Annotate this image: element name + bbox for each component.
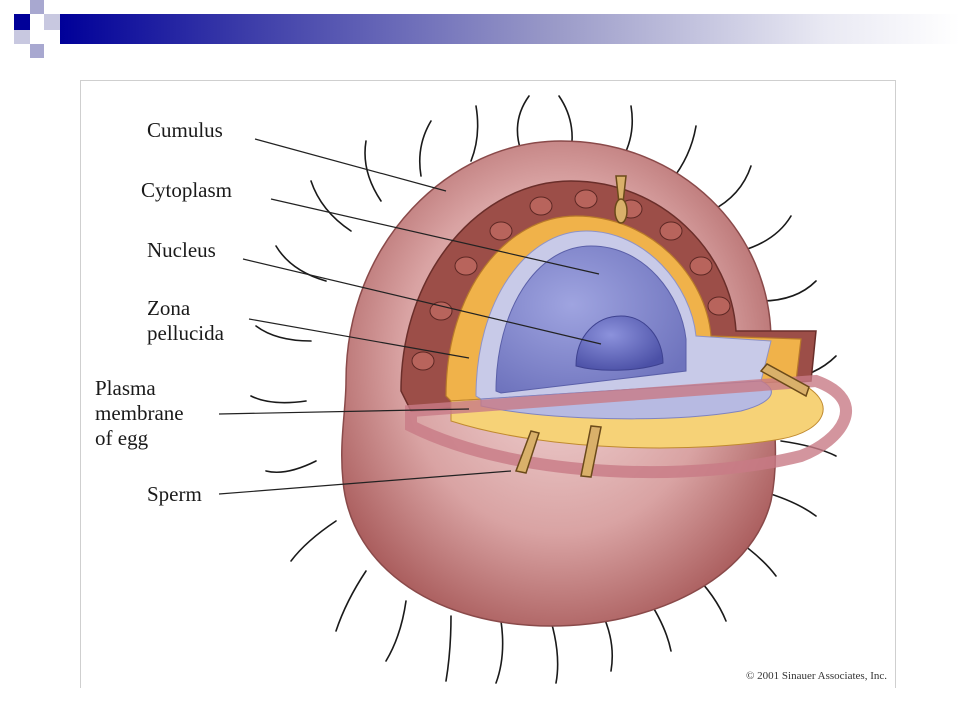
label-zona-line1: Zona xyxy=(147,296,191,320)
header-square-mid xyxy=(30,44,44,58)
label-plasma-line2: membrane xyxy=(95,401,184,425)
label-zona-line2: pellucida xyxy=(147,321,224,345)
header-square-light xyxy=(14,30,30,44)
lower-cumulus-ring xyxy=(405,374,852,479)
label-plasma-line3: of egg xyxy=(95,426,149,450)
label-plasma-line1: Plasma xyxy=(95,376,156,400)
header-square-light xyxy=(44,14,60,30)
header-gradient-bar xyxy=(60,14,960,44)
header-square-dark xyxy=(14,14,30,30)
egg-illustration xyxy=(218,95,852,684)
label-sperm: Sperm xyxy=(147,482,202,506)
copyright-notice: © 2001 Sinauer Associates, Inc. xyxy=(746,670,887,682)
label-cumulus: Cumulus xyxy=(147,118,223,142)
nucleus-dome xyxy=(575,315,664,371)
header-square-light xyxy=(30,0,44,14)
cumulus-cells xyxy=(411,189,731,371)
slide-header xyxy=(0,0,960,60)
egg-diagram-figure: Cumulus Cytoplasm Nucleus Zona pellucida… xyxy=(80,80,896,688)
sperm-cells xyxy=(514,175,810,478)
label-cytoplasm: Cytoplasm xyxy=(141,178,233,202)
leader-lines xyxy=(218,138,602,495)
label-nucleus: Nucleus xyxy=(147,238,216,262)
